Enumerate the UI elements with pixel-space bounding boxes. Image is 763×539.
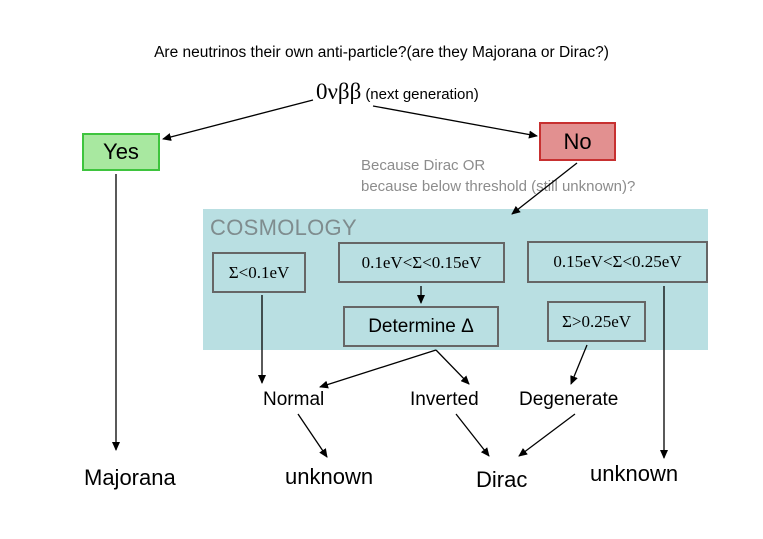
no-reason-line-2: because below threshold (still unknown)? — [361, 178, 636, 195]
experiment-node: 0νββ(next generation) — [316, 79, 479, 105]
majorana-outcome: Majorana — [84, 465, 176, 490]
arrow-determine-to-normal — [319, 349, 437, 389]
sum-0.1-to-0.15-box: 0.1eV<Σ<0.15eV — [338, 242, 505, 283]
arrow-normal-to-unknown — [297, 413, 328, 458]
no-reason-line-1: Because Dirac OR — [361, 157, 486, 174]
arrow-to-yes — [162, 99, 314, 141]
arrow-no-to-cosmology — [511, 162, 578, 215]
arrow-degenerate-box-to-label — [570, 344, 588, 385]
unknown-outcome-right: unknown — [590, 461, 679, 486]
degenerate-hierarchy-label: Degenerate — [519, 389, 619, 410]
yes-node: Yes — [82, 133, 160, 171]
cosmology-label: COSMOLOGY — [210, 215, 357, 240]
arrow-determine-to-inverted — [435, 349, 470, 385]
double-beta-symbol: 0νββ — [316, 79, 362, 104]
arrow-degenerate-to-dirac — [518, 413, 576, 457]
arrow-to-no — [372, 105, 538, 139]
experiment-note: (next generation) — [365, 86, 479, 103]
inverted-hierarchy-label: Inverted — [410, 389, 479, 410]
diagram-title: Are neutrinos their own anti-particle?(a… — [154, 44, 609, 61]
no-node: No — [539, 122, 616, 161]
determine-delta-box: Determine Δ — [343, 306, 499, 347]
normal-hierarchy-label: Normal — [263, 389, 325, 410]
sum-above-0.25-box: Σ>0.25eV — [547, 301, 646, 342]
arrow-inverted-to-dirac — [455, 413, 490, 457]
sum-below-0.1-box: Σ<0.1eV — [212, 252, 306, 293]
no-reason-note: Because Dirac OR because below threshold… — [361, 155, 635, 197]
unknown-outcome-left: unknown — [285, 464, 374, 489]
sum-0.15-to-0.25-box: 0.15eV<Σ<0.25eV — [527, 241, 708, 283]
dirac-outcome: Dirac — [476, 467, 528, 492]
